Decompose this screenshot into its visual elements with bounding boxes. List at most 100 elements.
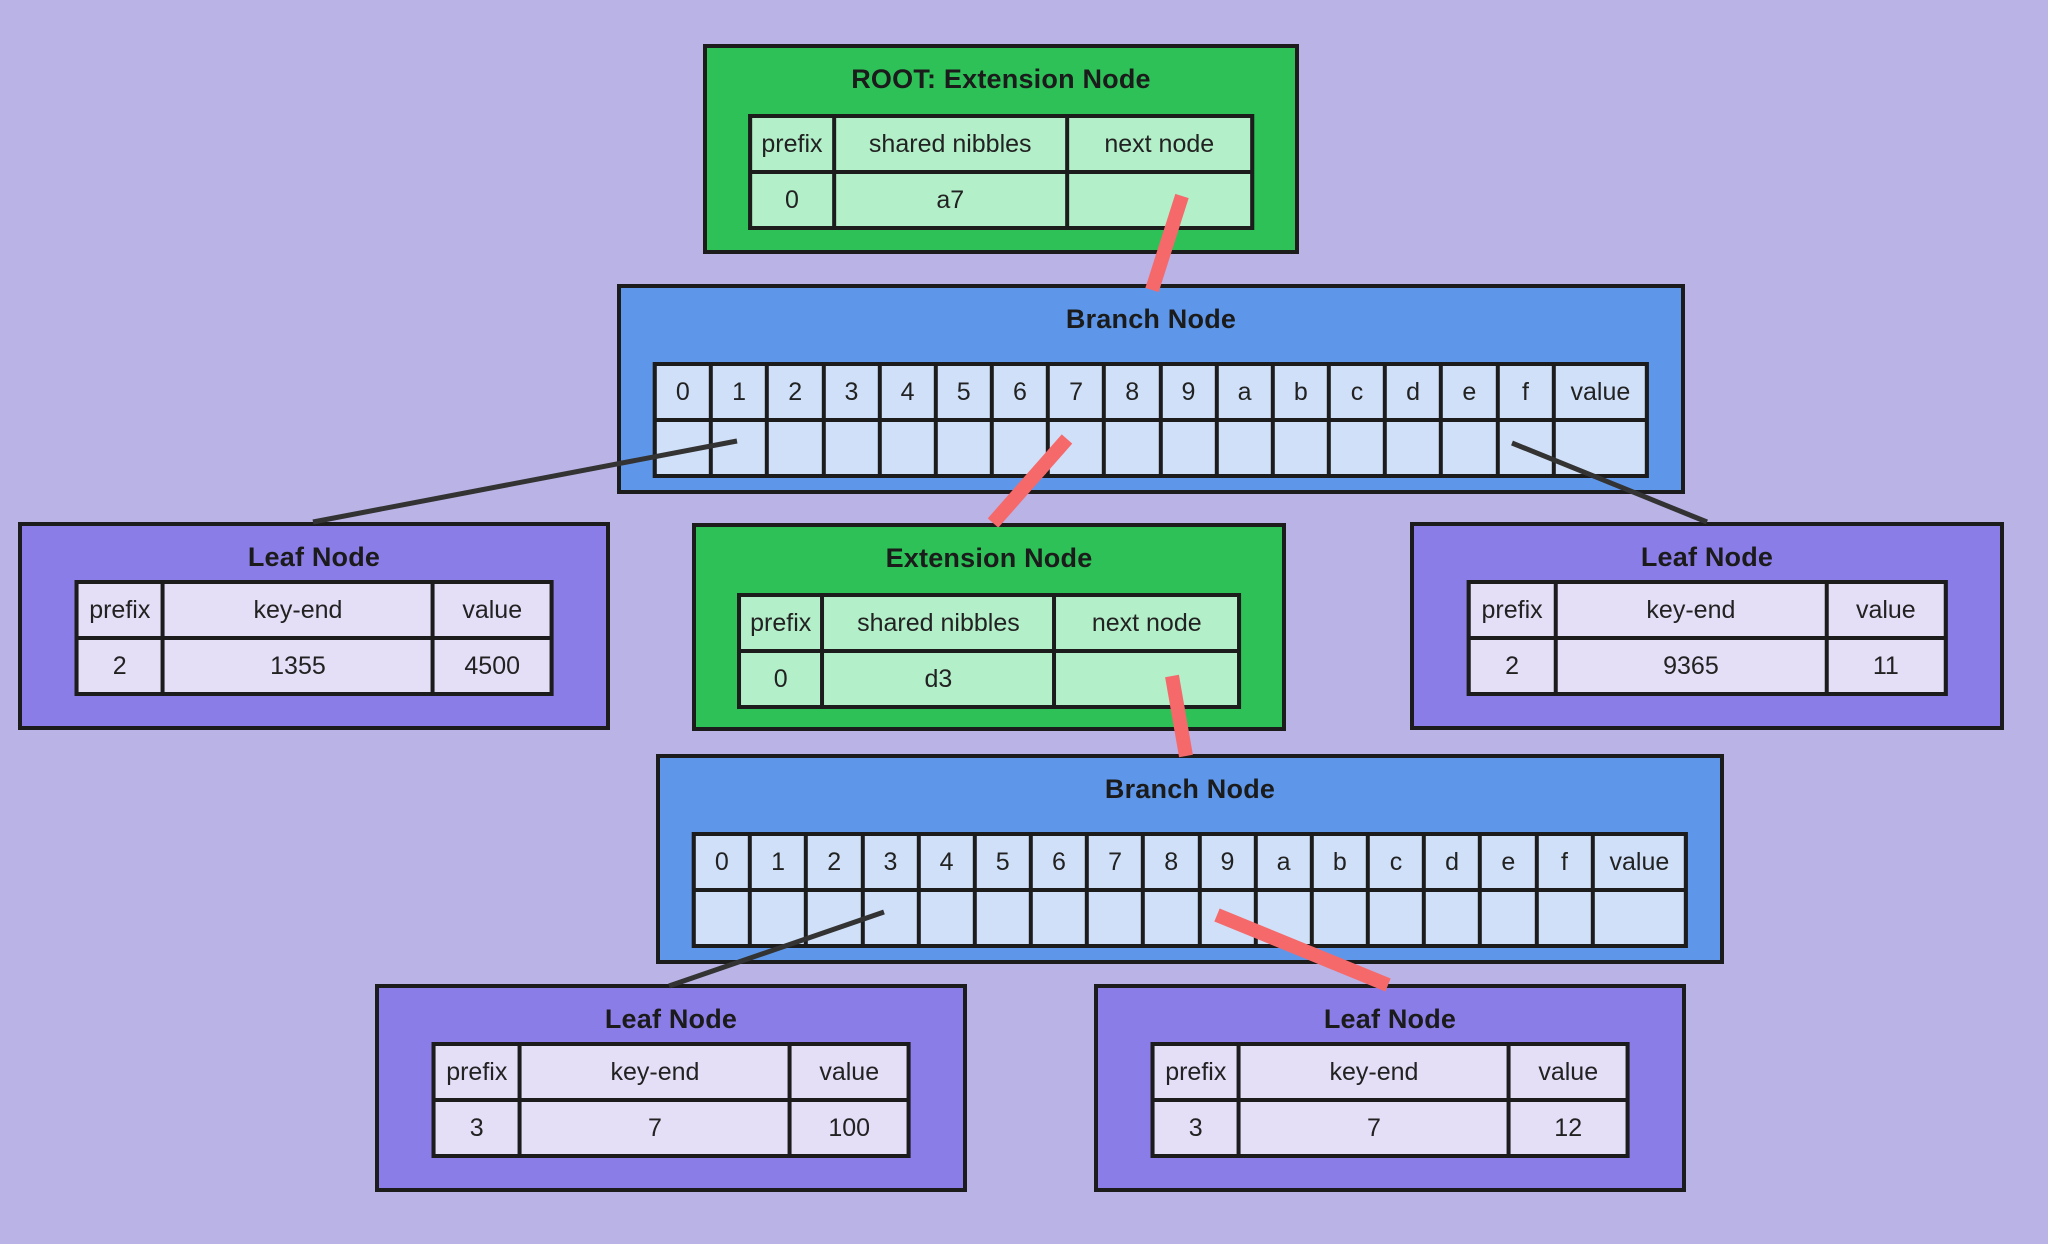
slot-header-cell: b (1274, 366, 1327, 418)
value-cell: 3 (1154, 1102, 1237, 1154)
slot-header-cell: d (1426, 836, 1479, 888)
slot-header-cell: 4 (881, 366, 934, 418)
slot-value-cell (1330, 422, 1384, 474)
slot-value-cell (920, 892, 973, 944)
slot-header-cell: 8 (1106, 366, 1159, 418)
node-title: Branch Node (1065, 304, 1237, 334)
header-cell: prefix (1154, 1046, 1237, 1098)
slot-header-cell: value (1555, 366, 1646, 418)
slot-value-cell (1032, 892, 1086, 944)
value-cell: 0 (741, 653, 821, 705)
slot-value-cell (1369, 892, 1423, 944)
node-title: Branch Node (1104, 774, 1276, 804)
slot-header-cell: value (1594, 836, 1685, 888)
slot-value-cell (976, 892, 1029, 944)
value-cell: 2 (78, 640, 161, 692)
slot-header-cell: 3 (825, 366, 878, 418)
slot-header-cell: 9 (1162, 366, 1215, 418)
slot-value-cell (1274, 422, 1327, 474)
slot-header-cell: f (1538, 836, 1591, 888)
slot-value-row (695, 892, 1685, 944)
slot-header-cell: a (1257, 836, 1310, 888)
header-cell: shared nibbles (824, 597, 1053, 649)
header-cell: prefix (78, 584, 161, 636)
value-cell (1056, 653, 1237, 705)
slot-header-cell: a (1218, 366, 1271, 418)
slot-value-cell (808, 892, 861, 944)
value-cell: 3 (435, 1102, 518, 1154)
header-cell: value (1510, 1046, 1626, 1098)
slot-value-cell (1145, 892, 1198, 944)
header-cell: key-end (164, 584, 431, 636)
slot-header-cell: 3 (864, 836, 917, 888)
header-cell: value (1828, 584, 1944, 636)
value-cell: 2 (1470, 640, 1554, 692)
slot-header-cell: 1 (751, 836, 805, 888)
slot-value-cell (881, 422, 934, 474)
slot-header-cell: 8 (1145, 836, 1198, 888)
slot-value-cell (1443, 422, 1496, 474)
slot-value-cell (1387, 422, 1440, 474)
header-cell: shared nibbles (835, 118, 1065, 170)
slot-value-cell (1538, 892, 1591, 944)
slot-header-cell: 5 (976, 836, 1029, 888)
header-cell: key-end (1240, 1046, 1507, 1098)
slot-value-cell (712, 422, 766, 474)
slot-header-cell: 2 (808, 836, 861, 888)
slot-header-cell: e (1482, 836, 1535, 888)
slot-value-cell (1050, 422, 1103, 474)
header-cell: prefix (1470, 584, 1554, 636)
value-cell: 0 (752, 174, 832, 226)
value-cell: d3 (824, 653, 1053, 705)
slot-value-cell (1426, 892, 1479, 944)
value-cell: 1355 (164, 640, 431, 692)
slot-value-cell (1201, 892, 1254, 944)
header-cell: prefix (741, 597, 821, 649)
slot-value-cell (1162, 422, 1215, 474)
slot-value-cell (864, 892, 917, 944)
node-title: Leaf Node (604, 1004, 738, 1034)
slot-header-cell: c (1369, 836, 1423, 888)
header-cell: next node (1068, 118, 1250, 170)
slot-value-cell (1257, 892, 1310, 944)
value-cell: a7 (835, 174, 1065, 226)
slot-header-cell: 0 (656, 366, 709, 418)
slot-header-cell: 6 (1032, 836, 1086, 888)
slot-header-cell: 2 (769, 366, 822, 418)
value-cell: 4500 (434, 640, 550, 692)
slot-value-cell (1555, 422, 1646, 474)
value-cell: 12 (1510, 1102, 1626, 1154)
header-cell: prefix (752, 118, 832, 170)
node-title: Leaf Node (1323, 1004, 1457, 1034)
slot-header-cell: b (1313, 836, 1366, 888)
header-cell: next node (1056, 597, 1237, 649)
header-cell: prefix (435, 1046, 518, 1098)
slot-value-cell (993, 422, 1047, 474)
slot-header-cell: 1 (712, 366, 766, 418)
